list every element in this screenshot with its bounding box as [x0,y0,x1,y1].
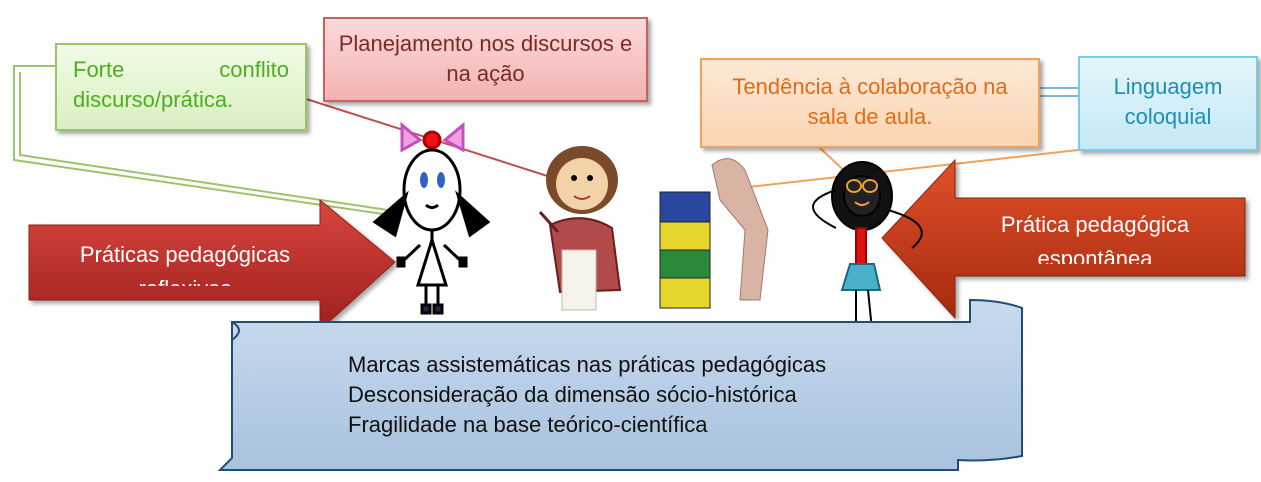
reflexive-practices-label: Práticas pedagógicas reflexivas [79,242,291,286]
planning-callout-box: Planejamento nos discursos e na ação [323,17,648,102]
girl-figure-illustration [372,121,491,315]
conflict-callout-text: Forte conflito discurso/prática. [73,57,289,112]
connector-conflict [13,65,391,216]
conflict-callout-box: Forte conflito discurso/prática. [55,43,307,131]
spontaneous-practice-label: Prática pedagógica espontânea [1000,212,1190,264]
connector-collaboration [739,147,1079,189]
list-item-text: Fragilidade na base teórico-científica [348,412,708,437]
collaboration-callout-text: Tendência à colaboração na sala de aula. [732,74,1008,129]
connector-language [1040,87,1078,97]
list-item: • Marcas assistemáticas nas práticas ped… [340,350,980,380]
language-callout-text: Linguagem coloquial [1113,74,1223,129]
scroll-banner [217,298,1023,471]
blocks-and-figure-illustration [659,158,769,309]
language-callout-box: Linguagem coloquial [1078,56,1258,151]
list-item: • Desconsideração da dimensão sócio-hist… [340,380,980,410]
list-item-text: Marcas assistemáticas nas práticas pedag… [348,352,827,377]
glasses-girl-figure-illustration [812,161,923,340]
teacher-cartoon-illustration [538,146,622,311]
collaboration-callout-box: Tendência à colaboração na sala de aula. [700,58,1040,148]
list-item: • Fragilidade na base teórico-científica [340,410,980,438]
list-item-text: Desconsideração da dimensão sócio-histór… [348,382,797,407]
planning-callout-text: Planejamento nos discursos e na ação [338,31,633,86]
arrow-left [28,198,396,332]
arrow-right [881,158,1246,320]
practice-marks-list: • Marcas assistemáticas nas práticas ped… [340,350,980,438]
